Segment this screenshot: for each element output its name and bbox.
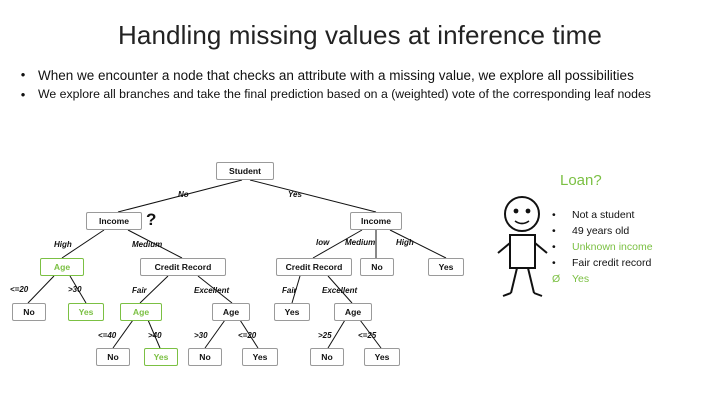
tree-node-age-left: Age — [40, 258, 84, 276]
edge-label-gt30-b: >30 — [194, 331, 208, 340]
node-label: Student — [229, 166, 261, 176]
node-label: Age — [344, 307, 362, 317]
tree-node-age-mid-2: Age — [334, 303, 372, 321]
list-item: • 49 years old — [552, 224, 717, 240]
list-item: • Unknown income — [552, 240, 717, 256]
edge-label-fair: Fair — [132, 286, 147, 295]
list-marker: • — [552, 224, 556, 237]
node-label: No — [107, 352, 119, 362]
list-marker: • — [552, 240, 556, 253]
tree-node-yes-mid-2: Yes — [242, 348, 278, 366]
bullet-marker: • — [20, 67, 26, 82]
edge-label-excellent-right: Excellent — [322, 286, 358, 295]
edge-label-high-right: High — [396, 238, 414, 247]
node-label: Yes — [284, 307, 300, 317]
edge-label-medium-right: Medium — [345, 238, 376, 247]
edge-label-yes: Yes — [288, 190, 302, 199]
list-item: • Not a student — [552, 208, 717, 224]
edge-label-lte25: <=25 — [358, 331, 377, 340]
list-item: • Fair credit record — [552, 256, 717, 272]
node-label: Yes — [252, 352, 268, 362]
bullet-list: • When we encounter a node that checks a… — [8, 66, 688, 104]
list-marker: • — [552, 256, 556, 269]
list-item-label: Not a student — [572, 209, 635, 221]
tree-node-no-left-1: No — [12, 303, 46, 321]
edge-label-lte20-b: <=20 — [238, 331, 257, 340]
node-label: Age — [132, 307, 150, 317]
bullet-text: We explore all branches and take the fin… — [38, 86, 651, 101]
tree-node-root: Student — [216, 162, 274, 180]
list-item-label: Unknown income — [572, 240, 653, 253]
edge-label-low-right: low — [316, 238, 330, 247]
decision-tree-diagram: Student Income Income Age Credit Record … — [0, 148, 500, 398]
tree-node-credit-right: Credit Record — [276, 258, 352, 276]
node-label: No — [371, 262, 383, 272]
page-title: Handling missing values at inference tim… — [118, 20, 602, 50]
list-marker: Ø — [552, 272, 561, 285]
tree-node-age-mid-1: Age — [212, 303, 250, 321]
tree-node-yes-mid-1: Yes — [274, 303, 310, 321]
loan-heading: Loan? — [560, 172, 602, 189]
list-marker: • — [552, 209, 556, 221]
node-label: Income — [360, 216, 392, 226]
tree-node-yes-left-1: Yes — [68, 303, 104, 321]
edge-label-gt40: >40 — [148, 331, 162, 340]
list-item: Ø Yes — [552, 272, 717, 288]
bullet-marker: • — [20, 86, 26, 102]
list-item-label: Yes — [572, 272, 590, 285]
tree-node-no-left-2: No — [96, 348, 130, 366]
list-item-label: Fair credit record — [572, 256, 652, 269]
edge-label-no: No — [178, 190, 189, 199]
prediction-list: • Not a student • 49 years old • Unknown… — [552, 208, 717, 288]
list-item: • When we encounter a node that checks a… — [8, 66, 688, 86]
tree-node-yes-mid-3: Yes — [364, 348, 400, 366]
node-label: No — [321, 352, 333, 362]
edge-label-lte20: <=20 — [10, 285, 29, 294]
node-label: Yes — [438, 262, 454, 272]
edge-label-gt25: >25 — [318, 331, 332, 340]
stick-figure-icon — [497, 196, 548, 297]
tree-node-yes-left-2: Yes — [144, 348, 178, 366]
missing-value-question-mark: ? — [146, 210, 157, 229]
bullet-text: When we encounter a node that checks an … — [38, 68, 634, 83]
tree-edges — [27, 179, 447, 349]
node-label: Credit Record — [154, 262, 212, 272]
node-label: Yes — [153, 352, 169, 362]
edge-label-high: High — [54, 240, 72, 249]
edge-label-excellent: Excellent — [194, 286, 230, 295]
node-label: Income — [98, 216, 130, 226]
tree-node-credit-left: Credit Record — [140, 258, 226, 276]
node-label: No — [199, 352, 211, 362]
node-label: Age — [222, 307, 240, 317]
node-label: Credit Record — [285, 262, 343, 272]
node-label: No — [23, 307, 35, 317]
list-item: • We explore all branches and take the f… — [8, 86, 688, 105]
tree-node-age-left-2: Age — [120, 303, 162, 321]
tree-node-no-mid-2: No — [310, 348, 344, 366]
node-label: Yes — [78, 307, 94, 317]
tree-node-income-right: Income — [350, 212, 402, 230]
tree-node-income-left: Income — [86, 212, 142, 230]
tree-node-yes-right-1: Yes — [428, 258, 464, 276]
list-item-label: 49 years old — [572, 224, 630, 237]
edge-label-lt40: <=40 — [98, 331, 117, 340]
tree-node-no-mid-1: No — [188, 348, 222, 366]
edge-label-fair-right: Fair — [282, 286, 297, 295]
node-label: Age — [53, 262, 71, 272]
edge-label-gt30: >30 — [68, 285, 82, 294]
tree-node-no-right-1: No — [360, 258, 394, 276]
edge-label-medium: Medium — [132, 240, 163, 249]
node-label: Yes — [374, 352, 390, 362]
